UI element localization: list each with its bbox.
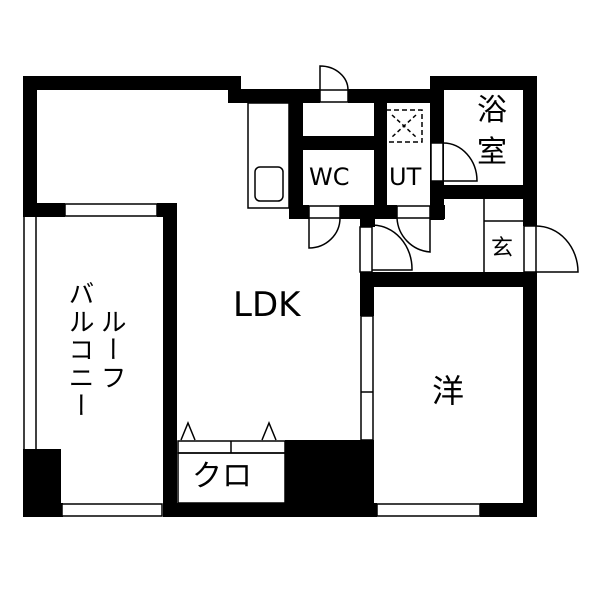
- walls: [23, 76, 537, 517]
- washing-machine-pan-icon: [385, 109, 423, 143]
- room-label-bath-1: 浴: [477, 93, 507, 128]
- room-label-balcony-col1: ルーフ: [96, 308, 126, 392]
- room-label-closet: クロ: [192, 459, 252, 494]
- fine-lines: [23, 65, 579, 517]
- room-label-balcony-col2: バルコニー: [64, 280, 94, 420]
- sink-icon: [254, 166, 284, 202]
- room-label-wc: WC: [309, 163, 350, 191]
- room-label-bath-2: 室: [477, 135, 507, 170]
- room-label-ldk: LDK: [233, 285, 301, 325]
- room-label-western: 洋: [432, 372, 465, 410]
- room-label-ut: UT: [389, 163, 422, 191]
- room-label-entrance: 玄: [491, 236, 514, 261]
